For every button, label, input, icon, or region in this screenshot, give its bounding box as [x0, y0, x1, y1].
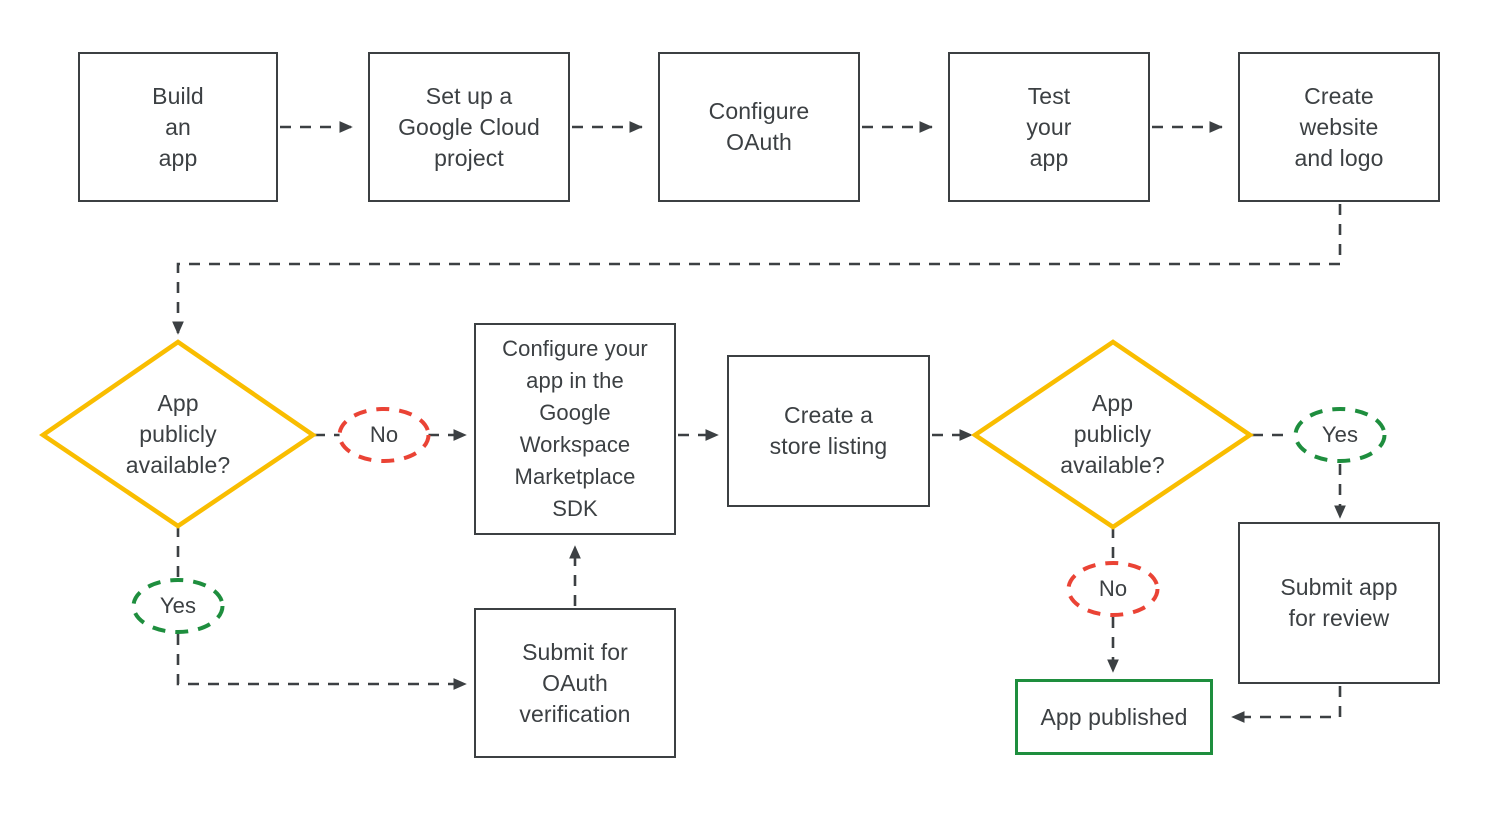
- node-label: Submit for OAuth verification: [519, 638, 631, 727]
- node-app-publicly-available-1[interactable]: App publicly available?: [43, 342, 313, 526]
- node-label: App published: [1040, 703, 1188, 730]
- node-app-publicly-available-2[interactable]: App publicly available?: [975, 342, 1250, 527]
- no-ellipse-icon: [1066, 561, 1160, 617]
- edge-label-text: Yes: [159, 593, 197, 618]
- yes-ellipse-icon: [1293, 407, 1387, 463]
- node-create-website-and-logo[interactable]: Create website and logo: [1238, 52, 1440, 202]
- node-label: App publicly available?: [1060, 390, 1165, 478]
- edge-label-decision-1-yes: Yes: [131, 577, 225, 635]
- node-label: Create website and logo: [1294, 82, 1384, 171]
- edge-decision1-yes-bottom: [176, 634, 467, 690]
- node-submit-for-oauth-verification[interactable]: Submit for OAuth verification: [474, 608, 676, 758]
- edge-label-text: No: [369, 422, 399, 447]
- node-label: Build an app: [152, 82, 204, 171]
- node-create-a-store-listing[interactable]: Create a store listing: [727, 355, 930, 507]
- node-app-published[interactable]: App published: [1015, 679, 1213, 755]
- edge-label-text: No: [1098, 576, 1128, 601]
- node-set-up-google-cloud-project[interactable]: Set up a Google Cloud project: [368, 52, 570, 202]
- node-label: Submit app for review: [1280, 574, 1398, 631]
- node-configure-app-in-sdk[interactable]: Configure your app in the Google Workspa…: [474, 323, 676, 535]
- node-label: Create a store listing: [769, 402, 888, 459]
- edge-website-to-decision1: [172, 204, 1342, 335]
- node-label: Configure your app in the Google Workspa…: [502, 336, 648, 521]
- edge-review-to-published: [1231, 686, 1342, 723]
- node-configure-oauth[interactable]: Configure OAuth: [658, 52, 860, 202]
- node-label: Configure OAuth: [708, 98, 810, 155]
- node-label: App publicly available?: [125, 389, 231, 478]
- node-label: Set up a Google Cloud project: [398, 82, 540, 171]
- yes-ellipse-icon: [131, 578, 225, 634]
- edge-label-decision-2-no: No: [1066, 560, 1160, 618]
- node-build-an-app[interactable]: Build an app: [78, 52, 278, 202]
- edge-label-text: Yes: [1321, 422, 1359, 447]
- edge-label-decision-2-yes: Yes: [1293, 406, 1387, 464]
- node-label: Test your app: [1026, 82, 1072, 171]
- node-submit-app-for-review[interactable]: Submit app for review: [1238, 522, 1440, 684]
- edge-label-decision-1-no: No: [337, 406, 431, 464]
- node-test-your-app[interactable]: Test your app: [948, 52, 1150, 202]
